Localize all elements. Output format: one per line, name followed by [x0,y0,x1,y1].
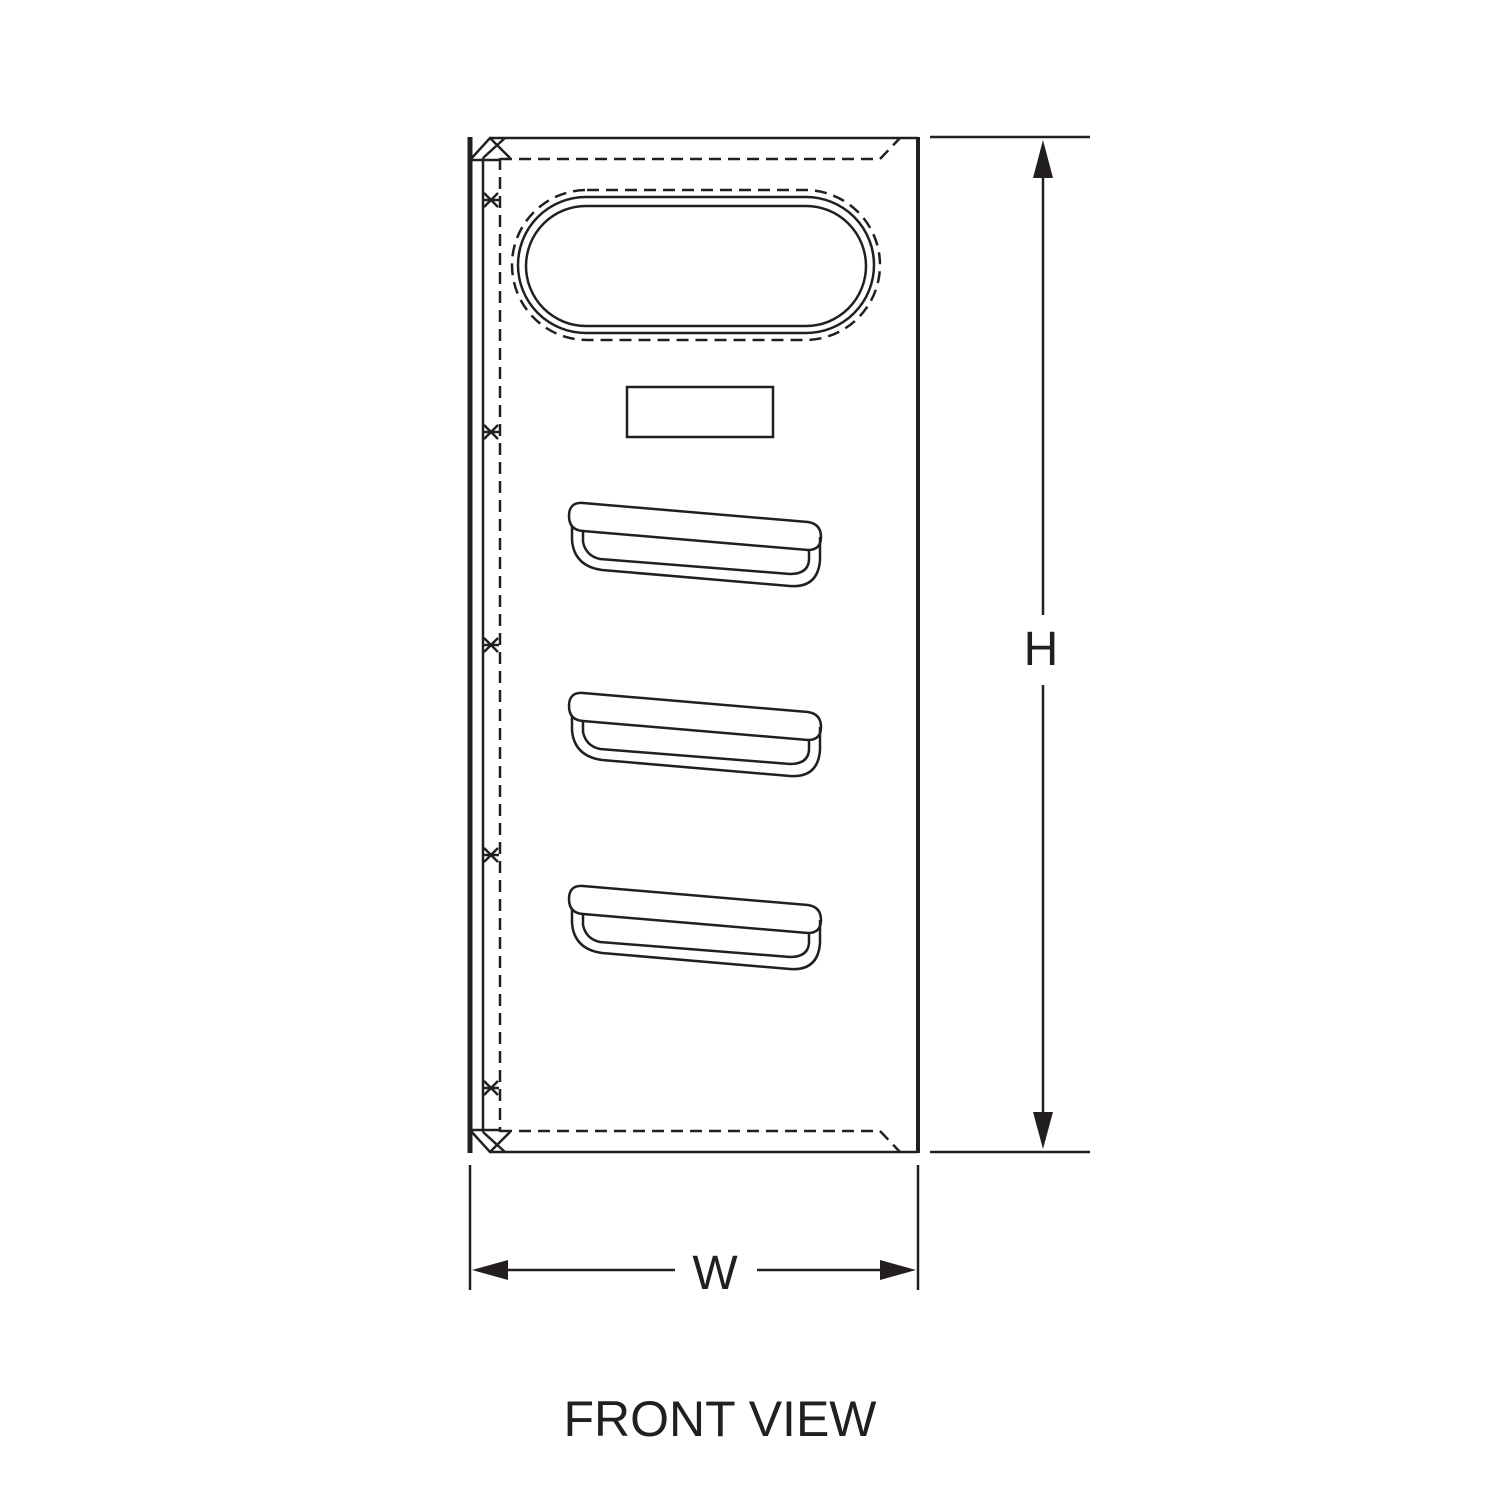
arrow-up-icon [1033,140,1053,178]
handles [567,501,823,971]
height-dimension: H [930,135,1090,1154]
arrow-right-icon [880,1260,916,1280]
fastener-star-icon [483,847,499,863]
label-plate [625,385,775,439]
handle[interactable] [567,501,823,588]
arrow-left-icon [472,1260,508,1280]
cabinet-body [467,136,920,1154]
fastener-star-icon [483,424,499,440]
handle[interactable] [567,884,823,971]
height-label: H [1024,623,1059,676]
handle[interactable] [567,691,823,778]
oval-window [510,188,882,342]
fastener-star-icon [483,637,499,653]
width-dimension: W [468,1165,920,1300]
fastener-star-icon [483,1080,499,1096]
fastener-star-icon [483,192,499,208]
arrow-down-icon [1033,1112,1053,1149]
view-title: FRONT VIEW [564,1391,878,1447]
width-label: W [692,1247,738,1300]
fastener-markers [483,192,499,1096]
